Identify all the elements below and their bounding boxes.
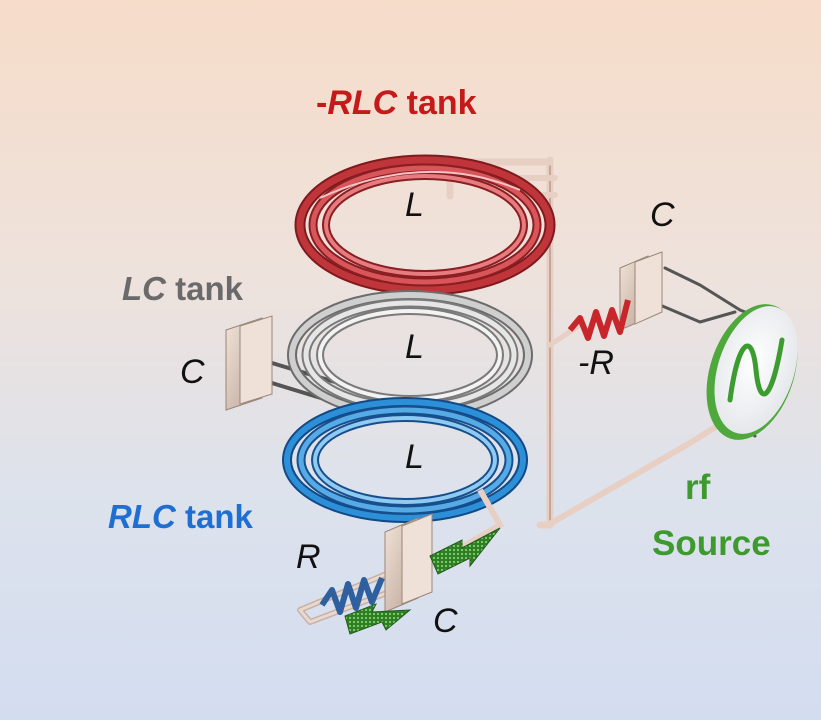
resistor-label: R <box>296 538 321 576</box>
rlc-symbol: RLC <box>108 498 176 535</box>
excitation-arrow-icon <box>429 527 501 575</box>
neg-rlc-symbol: RLC <box>327 84 398 122</box>
capacitor-plate-icon <box>225 315 273 411</box>
rlc-tank-title: RLC tank <box>108 500 253 533</box>
lc-symbol: LC <box>122 270 166 307</box>
inductor-top-label: L <box>405 186 424 224</box>
rf-label: rf <box>685 468 711 507</box>
neg-rlc-suffix: tank <box>397 84 477 122</box>
inductor-coil-top <box>294 154 556 296</box>
resistor-zigzag-icon <box>567 299 631 341</box>
neg-resistor-label: -R <box>578 344 614 382</box>
lc-suffix: tank <box>166 270 244 307</box>
resistor-zigzag-icon <box>319 576 385 615</box>
neg-rlc-tank-title: -RLC tank <box>316 86 477 120</box>
excitation-arrow-icon <box>344 603 412 635</box>
source-label: Source <box>652 524 771 563</box>
inductor-bottom-label: L <box>405 438 424 476</box>
capacitor-plate-icon <box>384 513 433 613</box>
sine-wave-icon <box>727 337 785 403</box>
capacitor-top-right-label: C <box>650 196 675 234</box>
rf-source-disc <box>706 304 798 440</box>
capacitor-bottom-label: C <box>433 602 458 640</box>
rlc-suffix: tank <box>175 498 253 535</box>
neg-rlc-prefix: - <box>316 84 328 122</box>
capacitor-left-label: C <box>180 353 205 391</box>
lc-tank-title: LC tank <box>122 272 243 305</box>
inductor-middle-label: L <box>405 328 424 366</box>
